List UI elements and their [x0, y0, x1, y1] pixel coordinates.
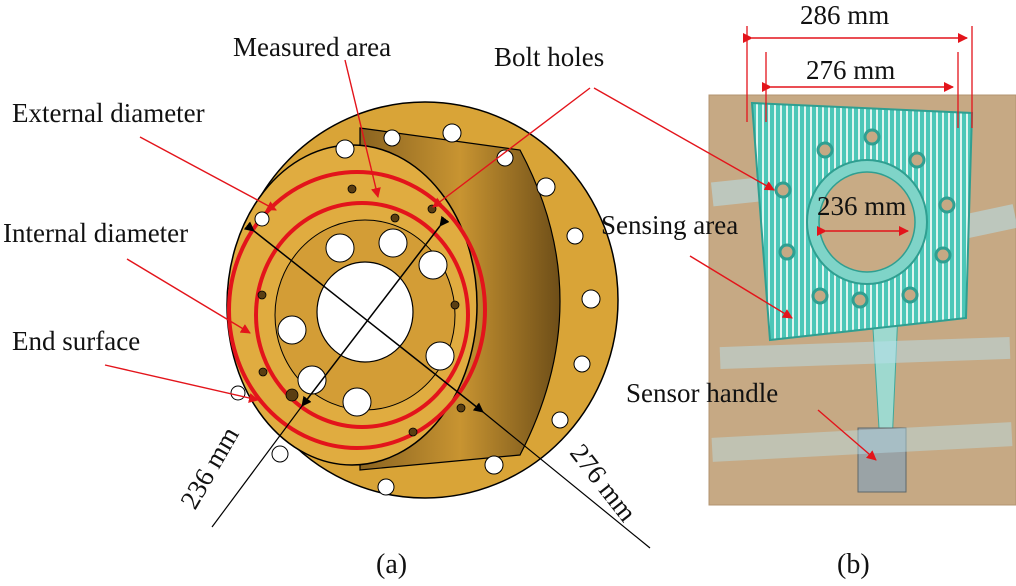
flange-drawing [226, 101, 619, 499]
label-sensing-area: Sensing area [601, 210, 739, 240]
dim-inner-236: 236 mm [817, 191, 907, 221]
caption-b: (b) [837, 549, 870, 580]
center-bore [316, 261, 414, 363]
dim-middle-276: 276 mm [806, 55, 896, 85]
pointer-lines-b [593, 87, 877, 461]
bolt-holes-outer [230, 123, 601, 496]
label-external-diameter: External diameter [12, 98, 205, 128]
label-end-surface: End surface [12, 326, 141, 356]
label-measured-area: Measured area [233, 32, 392, 62]
label-sensor-handle: Sensor handle [626, 378, 779, 408]
sensor-bolt-holes [774, 128, 956, 309]
sensor-photo [708, 94, 1016, 506]
external-diameter-ring [227, 170, 487, 450]
sensor-center-hole [818, 171, 916, 273]
dimension-lines-a [211, 215, 651, 549]
label-internal-diameter: Internal diameter [3, 218, 189, 248]
caption-a: (a) [376, 549, 408, 580]
dimension-lines-b [743, 26, 973, 236]
dim-outer-286: 286 mm [800, 0, 890, 30]
pointer-lines-a [104, 59, 591, 403]
label-bolt-holes: Bolt holes [494, 42, 605, 72]
